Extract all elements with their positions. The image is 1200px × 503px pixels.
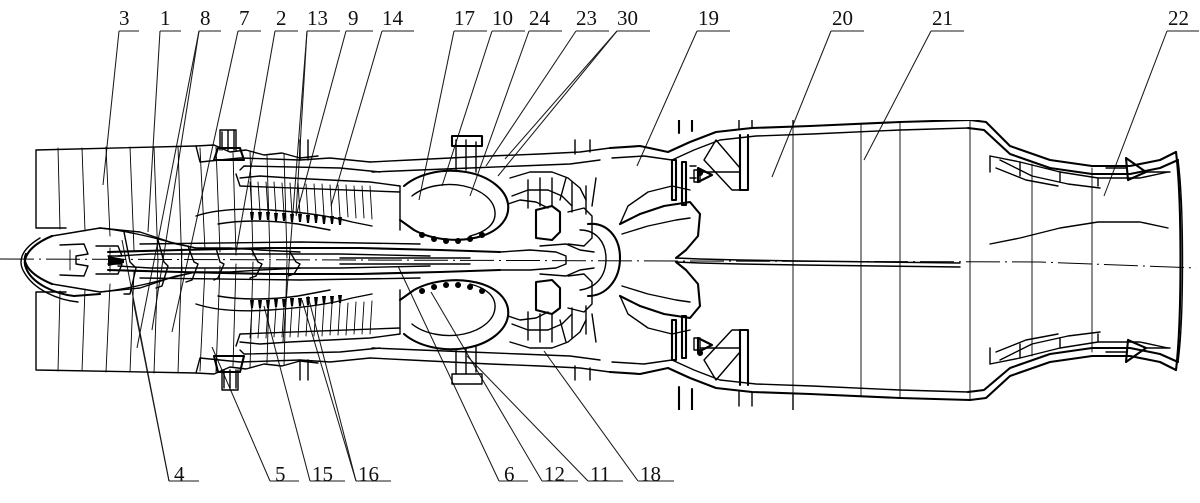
misc-detail bbox=[212, 129, 309, 391]
callout-24[interactable]: 24 bbox=[529, 6, 550, 30]
callout-7[interactable]: 7 bbox=[239, 6, 250, 30]
afterburner-jetpipe bbox=[608, 120, 972, 410]
callout-17[interactable]: 17 bbox=[454, 6, 475, 30]
callout-16[interactable]: 16 bbox=[358, 462, 379, 486]
engine-body bbox=[0, 120, 1197, 410]
callout-15[interactable]: 15 bbox=[312, 462, 333, 486]
hp-compressor bbox=[235, 165, 401, 355]
callout-6[interactable]: 6 bbox=[504, 462, 515, 486]
callout-11[interactable]: 11 bbox=[590, 462, 611, 486]
fan-nacelle bbox=[20, 144, 319, 375]
callout-18[interactable]: 18 bbox=[640, 462, 661, 486]
combustor bbox=[398, 134, 549, 385]
callout-20[interactable]: 20 bbox=[832, 6, 853, 30]
callout-14[interactable]: 14 bbox=[382, 6, 403, 30]
exhaust-cone bbox=[618, 185, 961, 335]
leader-lines-bottom bbox=[121, 239, 674, 482]
callout-3[interactable]: 3 bbox=[119, 6, 130, 30]
callout-1[interactable]: 1 bbox=[160, 6, 171, 30]
callout-12[interactable]: 12 bbox=[544, 462, 565, 486]
callout-4[interactable]: 4 bbox=[174, 462, 185, 486]
fan-duct-booster bbox=[99, 145, 373, 374]
callout-10[interactable]: 10 bbox=[492, 6, 513, 30]
callout-19[interactable]: 19 bbox=[698, 6, 719, 30]
callout-22[interactable]: 22 bbox=[1168, 6, 1189, 30]
callout-23[interactable]: 23 bbox=[576, 6, 597, 30]
callout-5[interactable]: 5 bbox=[275, 462, 286, 486]
callout-13[interactable]: 13 bbox=[307, 6, 328, 30]
callout-8[interactable]: 8 bbox=[200, 6, 211, 30]
turbine bbox=[499, 171, 622, 349]
bypass-duct bbox=[369, 139, 611, 381]
callout-9[interactable]: 9 bbox=[348, 6, 359, 30]
rotor-shaft bbox=[106, 241, 502, 281]
engine-centerline bbox=[0, 258, 1197, 269]
callout-21[interactable]: 21 bbox=[932, 6, 953, 30]
variable-nozzle bbox=[792, 120, 1184, 410]
callout-30[interactable]: 30 bbox=[617, 6, 638, 30]
callout-2[interactable]: 2 bbox=[276, 6, 287, 30]
